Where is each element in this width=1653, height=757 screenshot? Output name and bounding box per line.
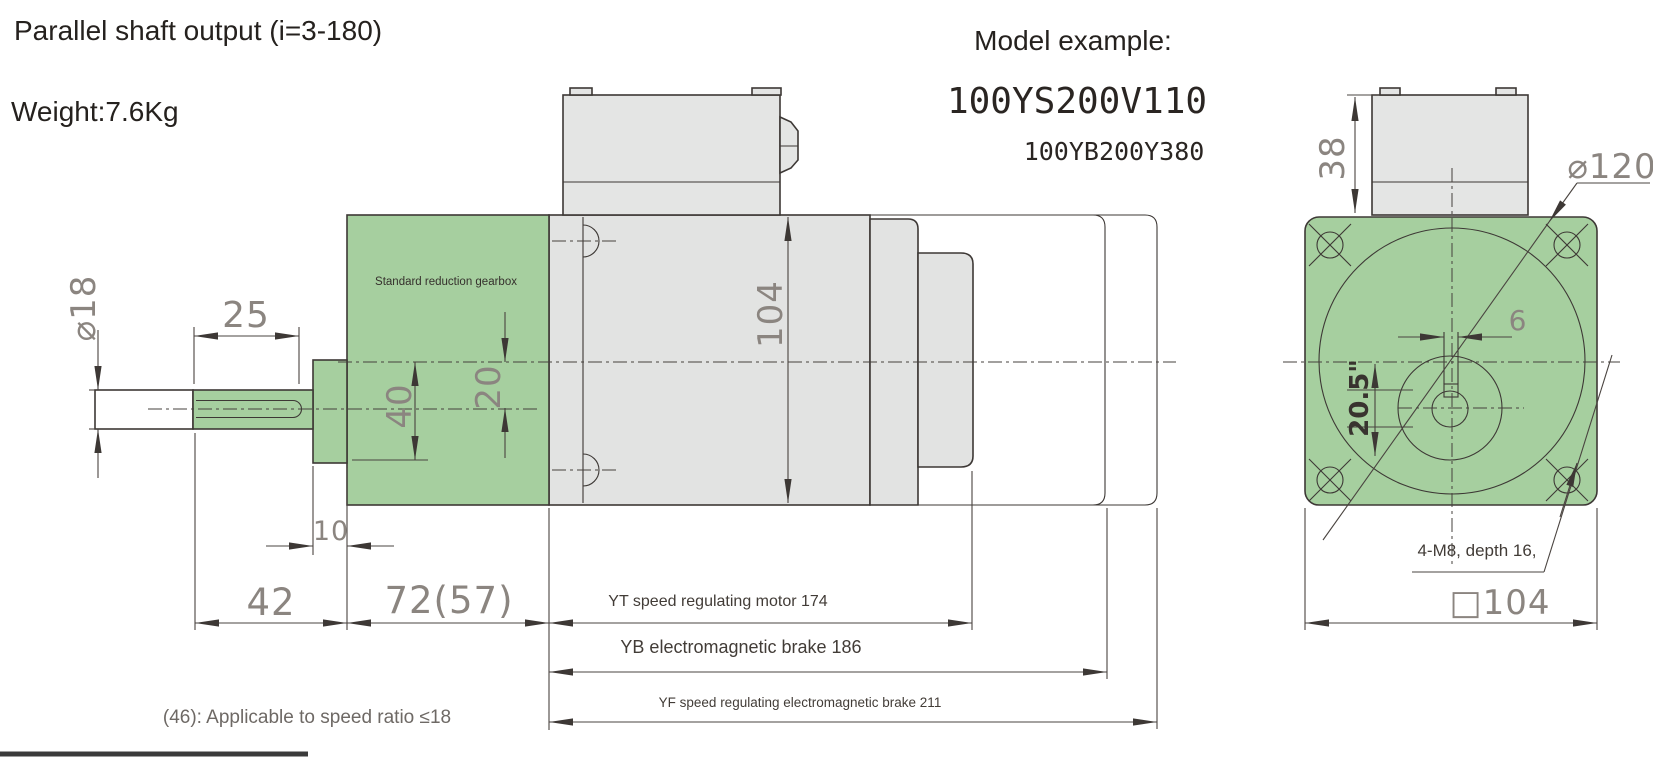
dim-text-keyway-width: 6 [1509,304,1528,337]
dim-text-offset-20: 20 [469,364,509,409]
brake-envelope-outlines [860,214,1158,506]
dim-text-yf-length: YF speed regulating electromagnetic brak… [659,695,942,710]
bolt-note: 4-M8, depth 16, [1412,354,1613,573]
dim-text-step-width: 10 [313,516,349,547]
model-example-label: Model example: [974,25,1172,56]
rear-block [917,252,974,468]
side-view: ⌀18 25 40 20 104 [0,87,1176,757]
dim-text-yb-length: YB electromagnetic brake 186 [620,637,861,657]
terminal-box-end [1371,87,1529,216]
dim-step-width: 10 [266,466,394,555]
dim-text-offset-40: 40 [380,383,420,428]
dim-text-box-height: 38 [1313,135,1353,180]
speed-ratio-note: (46): Applicable to speed ratio ≤18 [163,707,451,728]
dim-text-flange-circle: ⌀120 [1567,147,1653,187]
dim-chain-bottom: 42 72(57) YT speed regulating motor 174 [194,433,973,730]
dim-flange-circle: ⌀120 [1322,147,1653,541]
dim-text-shaft-extension: 42 [246,581,295,624]
gearbox-housing [346,214,550,506]
shaft-circle [1431,390,1469,428]
dim-offset-20: 20 [469,312,509,458]
motor-flange [527,217,617,503]
bolt-hole-bottom-left [1308,458,1352,502]
dim-text-shaft-length: 25 [222,295,270,336]
gearbox-label: Standard reduction gearbox [375,276,517,288]
dim-text-yt-length: YT speed regulating motor 174 [608,593,828,610]
page-title: Parallel shaft output (i=3-180) [14,15,382,46]
dim-text-keyway-depth: 20.5" [1345,359,1375,437]
centerlines-side [148,361,1176,410]
bolt-hole-top-right [1545,223,1589,267]
dim-text-square-size: □104 [1449,583,1550,623]
bolt-note-text: 4-M8, depth 16, [1417,541,1536,560]
gearbox-step [312,359,348,464]
dim-shaft-length: 25 [193,295,300,384]
dim-motor-height: 104 [751,217,792,503]
keyway-square [1443,383,1459,398]
dim-text-shaft-diameter: ⌀18 [64,275,104,342]
terminal-box-side [562,87,799,216]
dim-keyway-depth: 20.5" [1345,359,1413,456]
dim-yf: YF speed regulating electromagnetic brak… [549,508,1158,729]
dim-text-motor-height: 104 [751,280,791,348]
dim-offset-40: 40 [352,362,428,461]
end-view: 38 ⌀120 6 20.5" 4-M8, depth 16, [1283,87,1653,630]
header: Parallel shaft output (i=3-180) Weight:7… [11,15,1207,166]
model-number-secondary: 100YB200Y380 [1024,137,1205,166]
weight-label: Weight:7.6Kg [11,96,179,127]
dim-shaft-diameter: ⌀18 [64,275,104,478]
dim-square-size: □104 [1304,508,1598,630]
dim-terminal-box-height: 38 [1313,94,1380,213]
dim-yb: YB electromagnetic brake 186 [549,508,1108,679]
dim-text-gearbox-length: 72(57) [384,579,513,622]
dim-keyway-width: 6 [1398,304,1528,341]
centerlines-end [1283,168,1620,568]
cable-connector [779,115,799,175]
bolt-hole-top-left [1308,223,1352,267]
model-number-primary: 100YS200V110 [947,81,1207,122]
